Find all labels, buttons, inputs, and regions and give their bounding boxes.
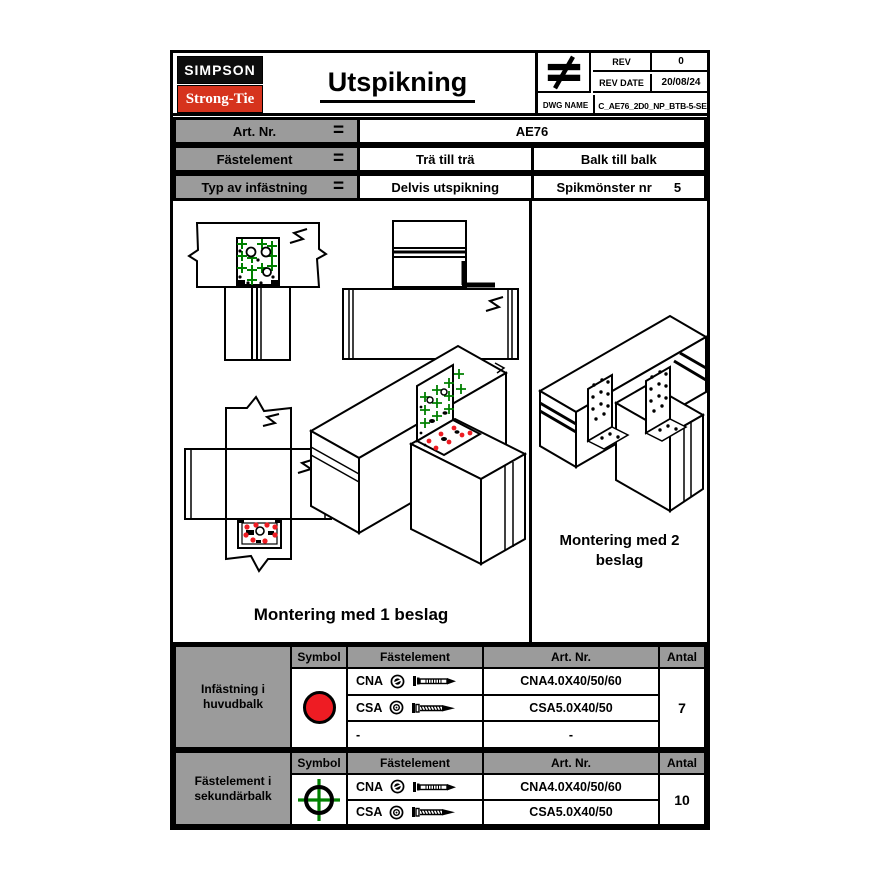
- typ-label: Typ av infästning: [201, 179, 308, 195]
- equals-icon: =: [333, 176, 345, 197]
- table2-row2-fastener: CSA: [348, 800, 482, 824]
- table1-header-art: Art. Nr.: [484, 647, 658, 667]
- spikmonster-number: 5: [673, 179, 682, 195]
- art-nr-value: AE76: [515, 123, 549, 139]
- drawing-panel: Montering med 1 beslag: [173, 201, 707, 645]
- table1-row1-fastener: CNA: [348, 669, 482, 694]
- table1-row2-fastener: CSA: [348, 695, 482, 721]
- screw-icon: [412, 807, 456, 818]
- drawing-area-two-brackets: Montering med 2 beslag: [529, 201, 707, 642]
- table1-row3-fastener: -: [348, 722, 482, 747]
- crosshair-icon: [292, 775, 346, 824]
- rev-label: REV: [593, 53, 652, 70]
- iso-red-dots: [426, 425, 473, 451]
- equals-icon: =: [333, 120, 345, 141]
- rev-date-value: 20/08/24: [661, 77, 701, 88]
- nail-icon: [413, 781, 457, 792]
- header: SIMPSON Strong-Tie Utspikning REV 0 REV …: [173, 53, 710, 116]
- rev-date-label: REV DATE: [593, 74, 652, 91]
- table1-row3-art: -: [484, 722, 658, 747]
- csa-head-icon: [389, 805, 404, 820]
- bracket-b-holes: [649, 370, 678, 432]
- two-brackets-view-drawing: [538, 314, 707, 513]
- typ-value-2: Spikmönster nr 5: [530, 176, 705, 198]
- table1-row1-art: CNA4.0X40/50/60: [484, 669, 658, 694]
- table1-header-symbol: Symbol: [292, 647, 346, 667]
- table2-header-art: Art. Nr.: [484, 753, 658, 773]
- bracket-a-holes: [591, 378, 620, 440]
- simpson-strongtie-logo: SIMPSON Strong-Tie: [177, 56, 263, 113]
- not-equal-icon: [538, 53, 591, 93]
- table2-header-qty: Antal: [660, 753, 704, 773]
- logo-strongtie: Strong-Tie: [177, 85, 263, 113]
- caption-two-brackets: Montering med 2 beslag: [559, 532, 680, 569]
- csa-head-icon: [389, 701, 404, 715]
- dwg-name-label: DWG NAME: [538, 95, 595, 116]
- table1-row2-art: CSA5.0X40/50: [484, 695, 658, 721]
- drawing-area-one-bracket: Montering med 1 beslag: [173, 201, 529, 642]
- info-row-typ-av-infastning: Typ av infästning = Delvis utspikning Sp…: [173, 173, 707, 201]
- fastelement-label: Fästelement: [216, 151, 293, 167]
- table2-row2-art: CSA5.0X40/50: [484, 800, 658, 824]
- logo-simpson: SIMPSON: [177, 56, 263, 84]
- nail-icon: [413, 676, 457, 687]
- spikmonster-label: Spikmönster nr: [556, 179, 652, 195]
- technical-drawing-sheet: SIMPSON Strong-Tie Utspikning REV 0 REV …: [170, 50, 710, 830]
- screw-icon: [412, 702, 456, 713]
- table2-qty: 10: [660, 775, 704, 824]
- cna-head-icon: [390, 674, 405, 689]
- info-row-fastelement: Fästelement = Trä till trä Balk till bal…: [173, 145, 707, 173]
- equals-icon: =: [333, 148, 345, 169]
- table1-header-fastener: Fästelement: [348, 647, 482, 667]
- typ-value-1: Delvis utspikning: [391, 179, 500, 195]
- table2-row1-fastener: CNA: [348, 775, 482, 799]
- nail-pattern-red-dots: [243, 522, 278, 544]
- info-row-art-nr: Art. Nr. = AE76: [173, 117, 707, 145]
- page-title: Utspikning: [319, 67, 476, 103]
- nail-pattern-green-crosses: [237, 239, 277, 285]
- table2-header-fastener: Fästelement: [348, 753, 482, 773]
- caption-one-bracket: Montering med 1 beslag: [253, 605, 449, 624]
- art-nr-label: Art. Nr.: [232, 123, 277, 139]
- revision-block: REV 0 REV DATE 20/08/24 DWG NAME C_AE76_…: [535, 53, 710, 116]
- rev-value: 0: [678, 56, 684, 67]
- table2-header-symbol: Symbol: [292, 753, 346, 773]
- table2-row1-art: CNA4.0X40/50/60: [484, 775, 658, 799]
- one-bracket-views-drawing: [184, 220, 528, 573]
- iso-green-crosses: [420, 369, 466, 428]
- dwg-name-value: C_AE76_2D0_NP_BTB-5-SE: [598, 100, 707, 111]
- fastelement-value-2: Balk till balk: [530, 148, 705, 170]
- fastelement-value-1: Trä till trä: [415, 151, 475, 167]
- table1-header-qty: Antal: [660, 647, 704, 667]
- cna-head-icon: [390, 779, 405, 794]
- table1-qty: 7: [660, 669, 704, 747]
- red-circle-icon: [292, 669, 346, 747]
